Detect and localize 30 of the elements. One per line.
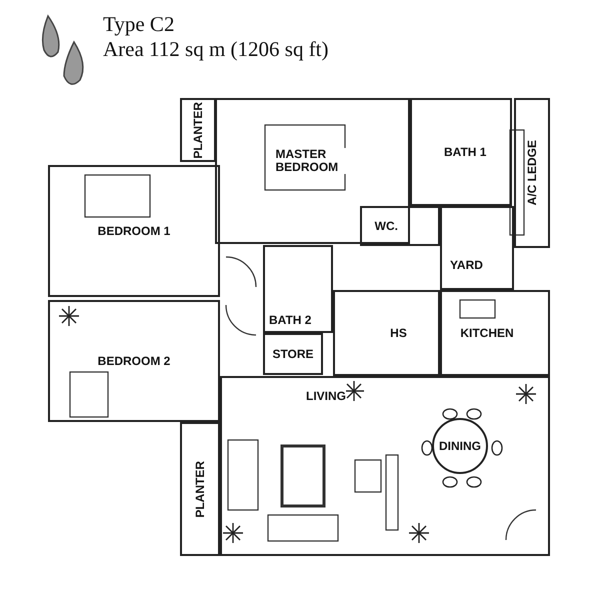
room-outline	[215, 98, 410, 244]
room-label: BEDROOM 1	[98, 224, 170, 238]
room-outline	[440, 290, 550, 376]
plan-title: Type C2	[103, 12, 174, 36]
room-outline	[360, 206, 440, 246]
room-outline	[514, 98, 550, 248]
room-label: HS	[390, 326, 407, 340]
room-label: DINING	[439, 440, 481, 452]
room-outline	[180, 98, 216, 162]
room-outline	[333, 290, 440, 376]
room-outline	[220, 376, 550, 556]
room-label: A/C LEDGE	[526, 140, 538, 206]
room-label: BATH 1	[444, 146, 486, 158]
room-label: PLANTER	[194, 460, 206, 518]
room-outline	[263, 333, 323, 375]
room-label: BATH 2	[269, 314, 312, 327]
room-outline	[410, 98, 512, 206]
room-label: YARD	[450, 259, 483, 272]
room-label: KITCHEN	[460, 326, 514, 340]
area-note: Area 112 sq m (1206 sq ft)	[103, 37, 329, 61]
room-label: STORE	[272, 348, 314, 360]
room-label: WC.	[374, 220, 398, 232]
room-outline	[48, 165, 220, 297]
room-label: PLANTER	[192, 102, 204, 158]
room-label: BEDROOM 2	[98, 354, 170, 368]
room-outline	[48, 300, 220, 422]
room-label: LIVING	[306, 390, 346, 403]
room-outline	[180, 422, 220, 556]
room-outline	[440, 206, 514, 290]
room-outline	[263, 245, 333, 333]
